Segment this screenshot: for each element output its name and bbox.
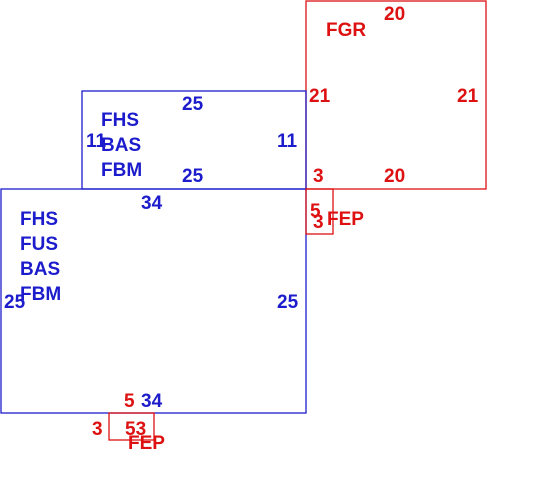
upper-dim-top: 25	[182, 94, 204, 115]
porch-bottom-outline	[108, 412, 155, 441]
lower-dim-top: 34	[141, 193, 163, 214]
porch-bottom-code: FEP	[128, 433, 165, 454]
upper-code-3: FBM	[101, 160, 142, 181]
upper-dim-bottom: 25	[182, 166, 204, 187]
lower-code-4: FBM	[20, 284, 61, 305]
porch-bottom-dim-left: 3	[92, 419, 103, 440]
upper-code-2: BAS	[101, 135, 141, 156]
porch-right-outline	[305, 188, 334, 235]
garage-dim-corner: 3	[313, 166, 324, 187]
lower-code-1: FHS	[20, 209, 58, 230]
lower-dim-bottom: 34	[141, 391, 163, 412]
lower-code-2: FUS	[20, 234, 58, 255]
garage-code: FGR	[326, 20, 366, 41]
porch-bottom-dim-inner: 53	[125, 419, 146, 440]
garage-dim-right: 21	[457, 86, 479, 107]
upper-dim-right: 11	[277, 131, 298, 152]
porch-bottom-dim-top: 5	[124, 391, 135, 412]
garage-dim-bottom: 20	[384, 166, 405, 187]
porch-right-dim-side: 3	[313, 212, 324, 233]
garage-dim-top: 20	[384, 4, 405, 25]
upper-dim-left: 11	[86, 131, 107, 152]
porch-right-code: FEP	[327, 209, 364, 230]
lower-code-3: BAS	[20, 259, 60, 280]
porch-right-dim-top: 5	[310, 201, 321, 222]
lower-dim-right: 25	[277, 292, 299, 313]
upper-code-1: FHS	[101, 110, 139, 131]
lower-dim-left: 25	[4, 292, 26, 313]
garage-dim-left: 21	[309, 86, 331, 107]
